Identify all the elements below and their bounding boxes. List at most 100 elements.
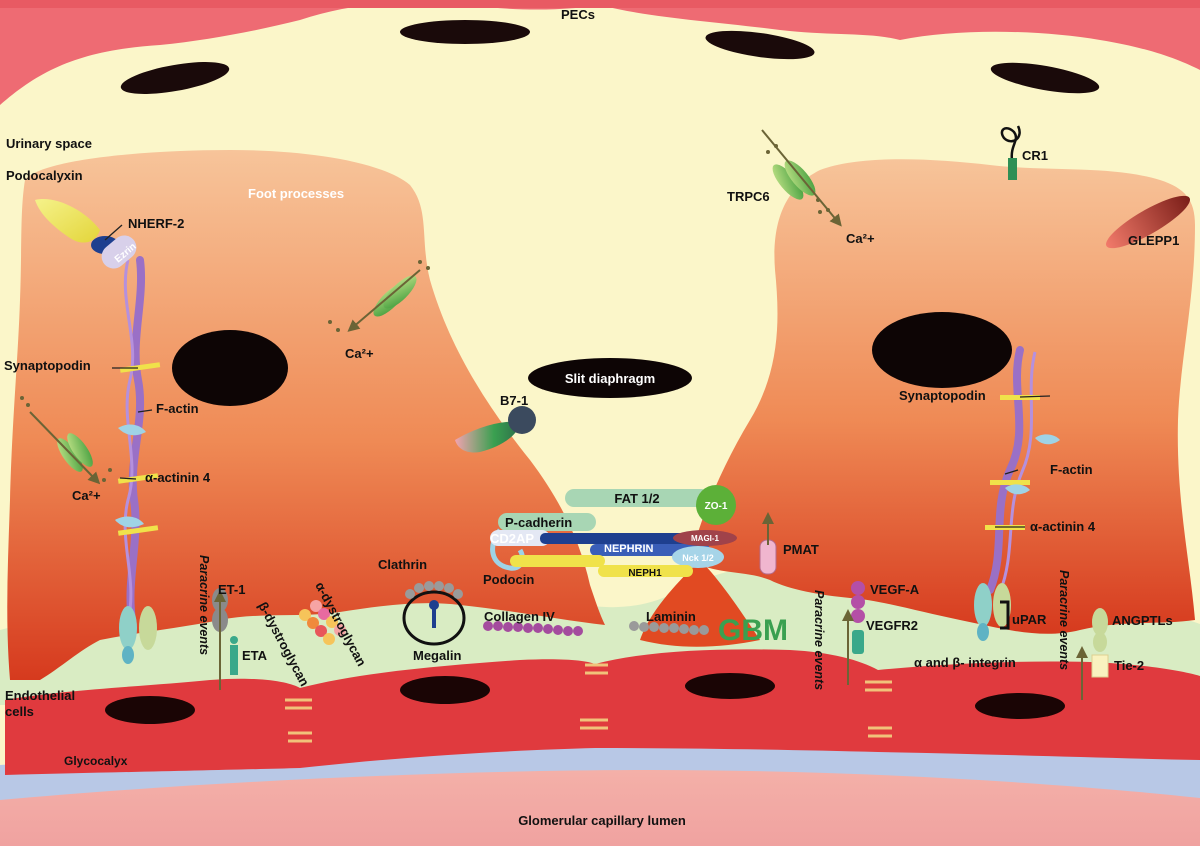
label-vegfa: VEGF-A [870, 582, 920, 597]
left-synaptopodin-marks [115, 424, 146, 528]
label-pmat: PMAT [783, 542, 819, 557]
label-factin-right: F-actin [1050, 462, 1093, 477]
pec-cell-1 [0, 0, 300, 105]
collagen-iv-beads [483, 621, 583, 636]
trpc6-channel [761, 129, 842, 227]
clathrin-coat [405, 581, 463, 599]
pcadherin-bar [498, 513, 596, 531]
label-podocin: Podocin [483, 572, 534, 587]
cr1-anchor [1008, 158, 1017, 180]
glepp1-shape [1106, 195, 1190, 249]
pec-nucleus-3 [705, 30, 815, 60]
left-actinin-bars [117, 362, 161, 536]
podocin-bar [510, 555, 605, 567]
pec-cell-4 [900, 0, 1200, 70]
label-clathrin: Clathrin [378, 557, 427, 572]
laminin-beads [629, 621, 709, 635]
right-integrin-complex [974, 583, 1011, 641]
calcium-channel-mid [328, 260, 430, 332]
pec-nucleus-4 [990, 62, 1100, 94]
left-podocyte [7, 150, 605, 680]
label-podocalyxin: Podocalyxin [6, 168, 83, 183]
label-magi1: MAGI-1 [691, 534, 720, 543]
label-et1: ET-1 [218, 582, 245, 597]
label-paracrine-3: Paracrine events [1057, 570, 1071, 670]
leader-lines [104, 224, 1051, 528]
right-actin-filament [986, 346, 1024, 594]
zo1-circle [696, 485, 736, 525]
label-tie2: Tie-2 [1114, 658, 1144, 673]
label-megalin: Megalin [413, 648, 461, 663]
label-glycocalyx: Glycocalyx [64, 754, 128, 768]
clathrin-vesicle [402, 590, 466, 646]
label-synaptopodin-right: Synaptopodin [899, 388, 986, 403]
label-integrin: α and β- integrin [914, 655, 1016, 670]
label-synaptopodin-left: Synaptopodin [4, 358, 91, 373]
fat12-bar [565, 489, 710, 507]
label-urinary-space: Urinary space [6, 136, 92, 151]
label-angptls: ANGPTLs [1112, 613, 1173, 628]
label-eta: ETA [242, 648, 268, 663]
label-fat12: FAT 1/2 [614, 491, 659, 506]
label-neph1: NEPH1 [628, 568, 662, 579]
right-podocyte-nucleus [872, 312, 1012, 388]
label-slit-diaphragm: Slit diaphragm [565, 371, 655, 386]
endothelial-nucleus-4 [975, 693, 1065, 719]
ezrin-shape [101, 235, 137, 269]
calcium-channel-left [20, 396, 112, 485]
label-lumen: Glomerular capillary lumen [518, 813, 686, 828]
cd2ap-bar [490, 530, 550, 546]
label-collagen-iv: Collagen IV [484, 609, 555, 624]
label-upar: uPAR [1012, 612, 1047, 627]
label-actinin-right: α-actinin 4 [1030, 519, 1096, 534]
nephrin-bar [540, 533, 690, 544]
label-zo1: ZO-1 [705, 501, 728, 512]
vegfr2-receptor [851, 581, 865, 654]
endothelial-cell-2 [300, 659, 595, 768]
label-actinin-left: α-actinin 4 [145, 470, 211, 485]
neph1-bar [598, 565, 693, 577]
label-endothelial-2: cells [5, 704, 34, 719]
label-laminin: Laminin [646, 609, 696, 624]
megalin-stem [432, 608, 436, 628]
junction-marks [285, 663, 892, 743]
label-vegfr2: VEGFR2 [866, 618, 918, 633]
podocalyxin-shape [35, 199, 100, 243]
pmat-shape [759, 539, 777, 575]
capillary-lumen [0, 770, 1200, 846]
label-factin-left: F-actin [156, 401, 199, 416]
label-gbm: GBM [718, 614, 788, 647]
right-actin-filament-2 [998, 351, 1037, 593]
label-pcadherin: P-cadherin [505, 515, 572, 530]
b71-head [508, 406, 536, 434]
endothelial-cell-3 [595, 649, 878, 752]
label-foot-processes: Foot processes [248, 186, 344, 201]
label-cd2ap: CD2AP [490, 531, 534, 546]
megalin-head [429, 600, 439, 610]
nck12-shape [672, 546, 724, 568]
label-pecs: PECs [561, 7, 595, 22]
label-glepp1: GLEPP1 [1128, 233, 1179, 248]
angptls-tie2 [1091, 608, 1109, 678]
left-actin-filament-2 [123, 259, 135, 621]
label-ca-left: Ca²+ [72, 488, 101, 503]
dystroglycan-complex [299, 600, 346, 645]
pec-cell-3 [600, 0, 900, 40]
right-podocyte [690, 159, 1195, 634]
label-ca-right: Ca²+ [846, 231, 875, 246]
pec-nucleus-1 [120, 62, 230, 94]
endothelial-nucleus-1 [105, 696, 195, 724]
label-nephrin: NEPHRIN [604, 543, 654, 555]
pec-top-edge [0, 0, 1200, 8]
label-paracrine-2: Paracrine events [812, 590, 826, 690]
label-ca-mid: Ca²+ [345, 346, 374, 361]
pec-nucleus-2 [400, 20, 530, 44]
right-synaptopodin-marks [1005, 434, 1060, 495]
label-cr1: CR1 [1022, 148, 1048, 163]
label-trpc6: TRPC6 [727, 189, 770, 204]
endothelial-cell-1 [5, 678, 300, 775]
label-endothelial-1: Endothelial [5, 688, 75, 703]
label-paracrine-1: Paracrine events [197, 555, 211, 655]
label-nherf2: NHERF-2 [128, 216, 184, 231]
